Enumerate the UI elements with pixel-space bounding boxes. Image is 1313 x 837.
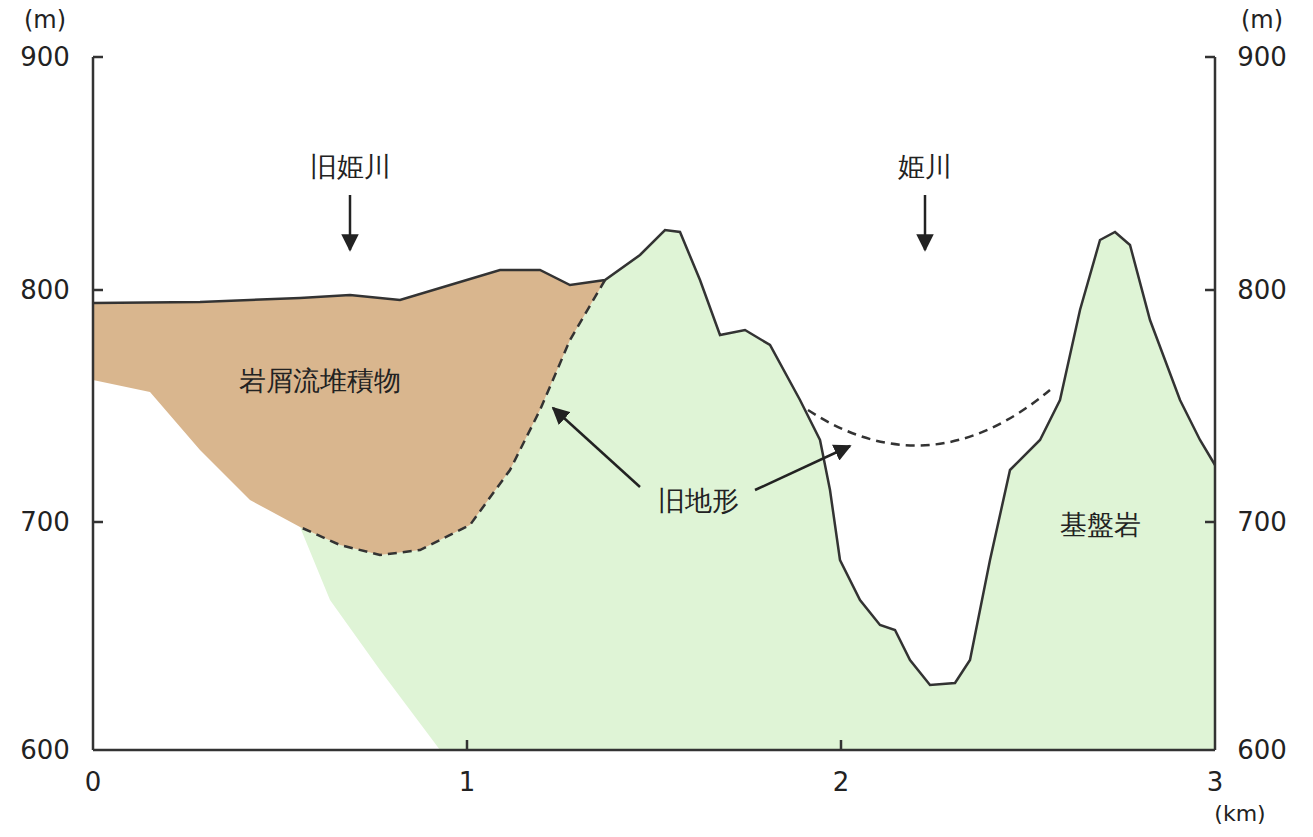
axis-tick-label: 3: [1207, 769, 1224, 795]
axis-tick-label: 700: [20, 509, 70, 535]
axis-tick-label: 700: [1237, 509, 1287, 535]
axis-unit: (km): [1214, 803, 1265, 825]
old-topography-line: [300, 280, 605, 555]
bedrock-label: 基盤岩: [1060, 511, 1141, 538]
axis-tick-label: 600: [1237, 737, 1287, 763]
axis-tick-label: 1: [459, 769, 476, 795]
river-label: 姫川: [898, 153, 952, 180]
axis-tick-label: 900: [1237, 44, 1287, 70]
axis-tick-label: 0: [85, 769, 102, 795]
axis-tick-label: 900: [20, 44, 70, 70]
river-label: 旧姫川: [310, 153, 391, 180]
axis-unit: (m): [24, 8, 66, 32]
axis-tick-label: 2: [833, 769, 850, 795]
axis-tick-label: 600: [20, 737, 70, 763]
deposit-label: 岩屑流堆積物: [239, 367, 401, 394]
old-topography-line: [808, 390, 1050, 446]
ground-surface: [93, 230, 1215, 685]
axes: [93, 57, 1215, 750]
axis-unit: (m): [1241, 8, 1283, 32]
old-topography-label: 旧地形: [658, 487, 739, 514]
debris-deposit-fill: [93, 270, 605, 555]
pointer-arrows: [350, 195, 925, 490]
axis-tick-label: 800: [20, 277, 70, 303]
axis-tick-label: 800: [1237, 277, 1287, 303]
